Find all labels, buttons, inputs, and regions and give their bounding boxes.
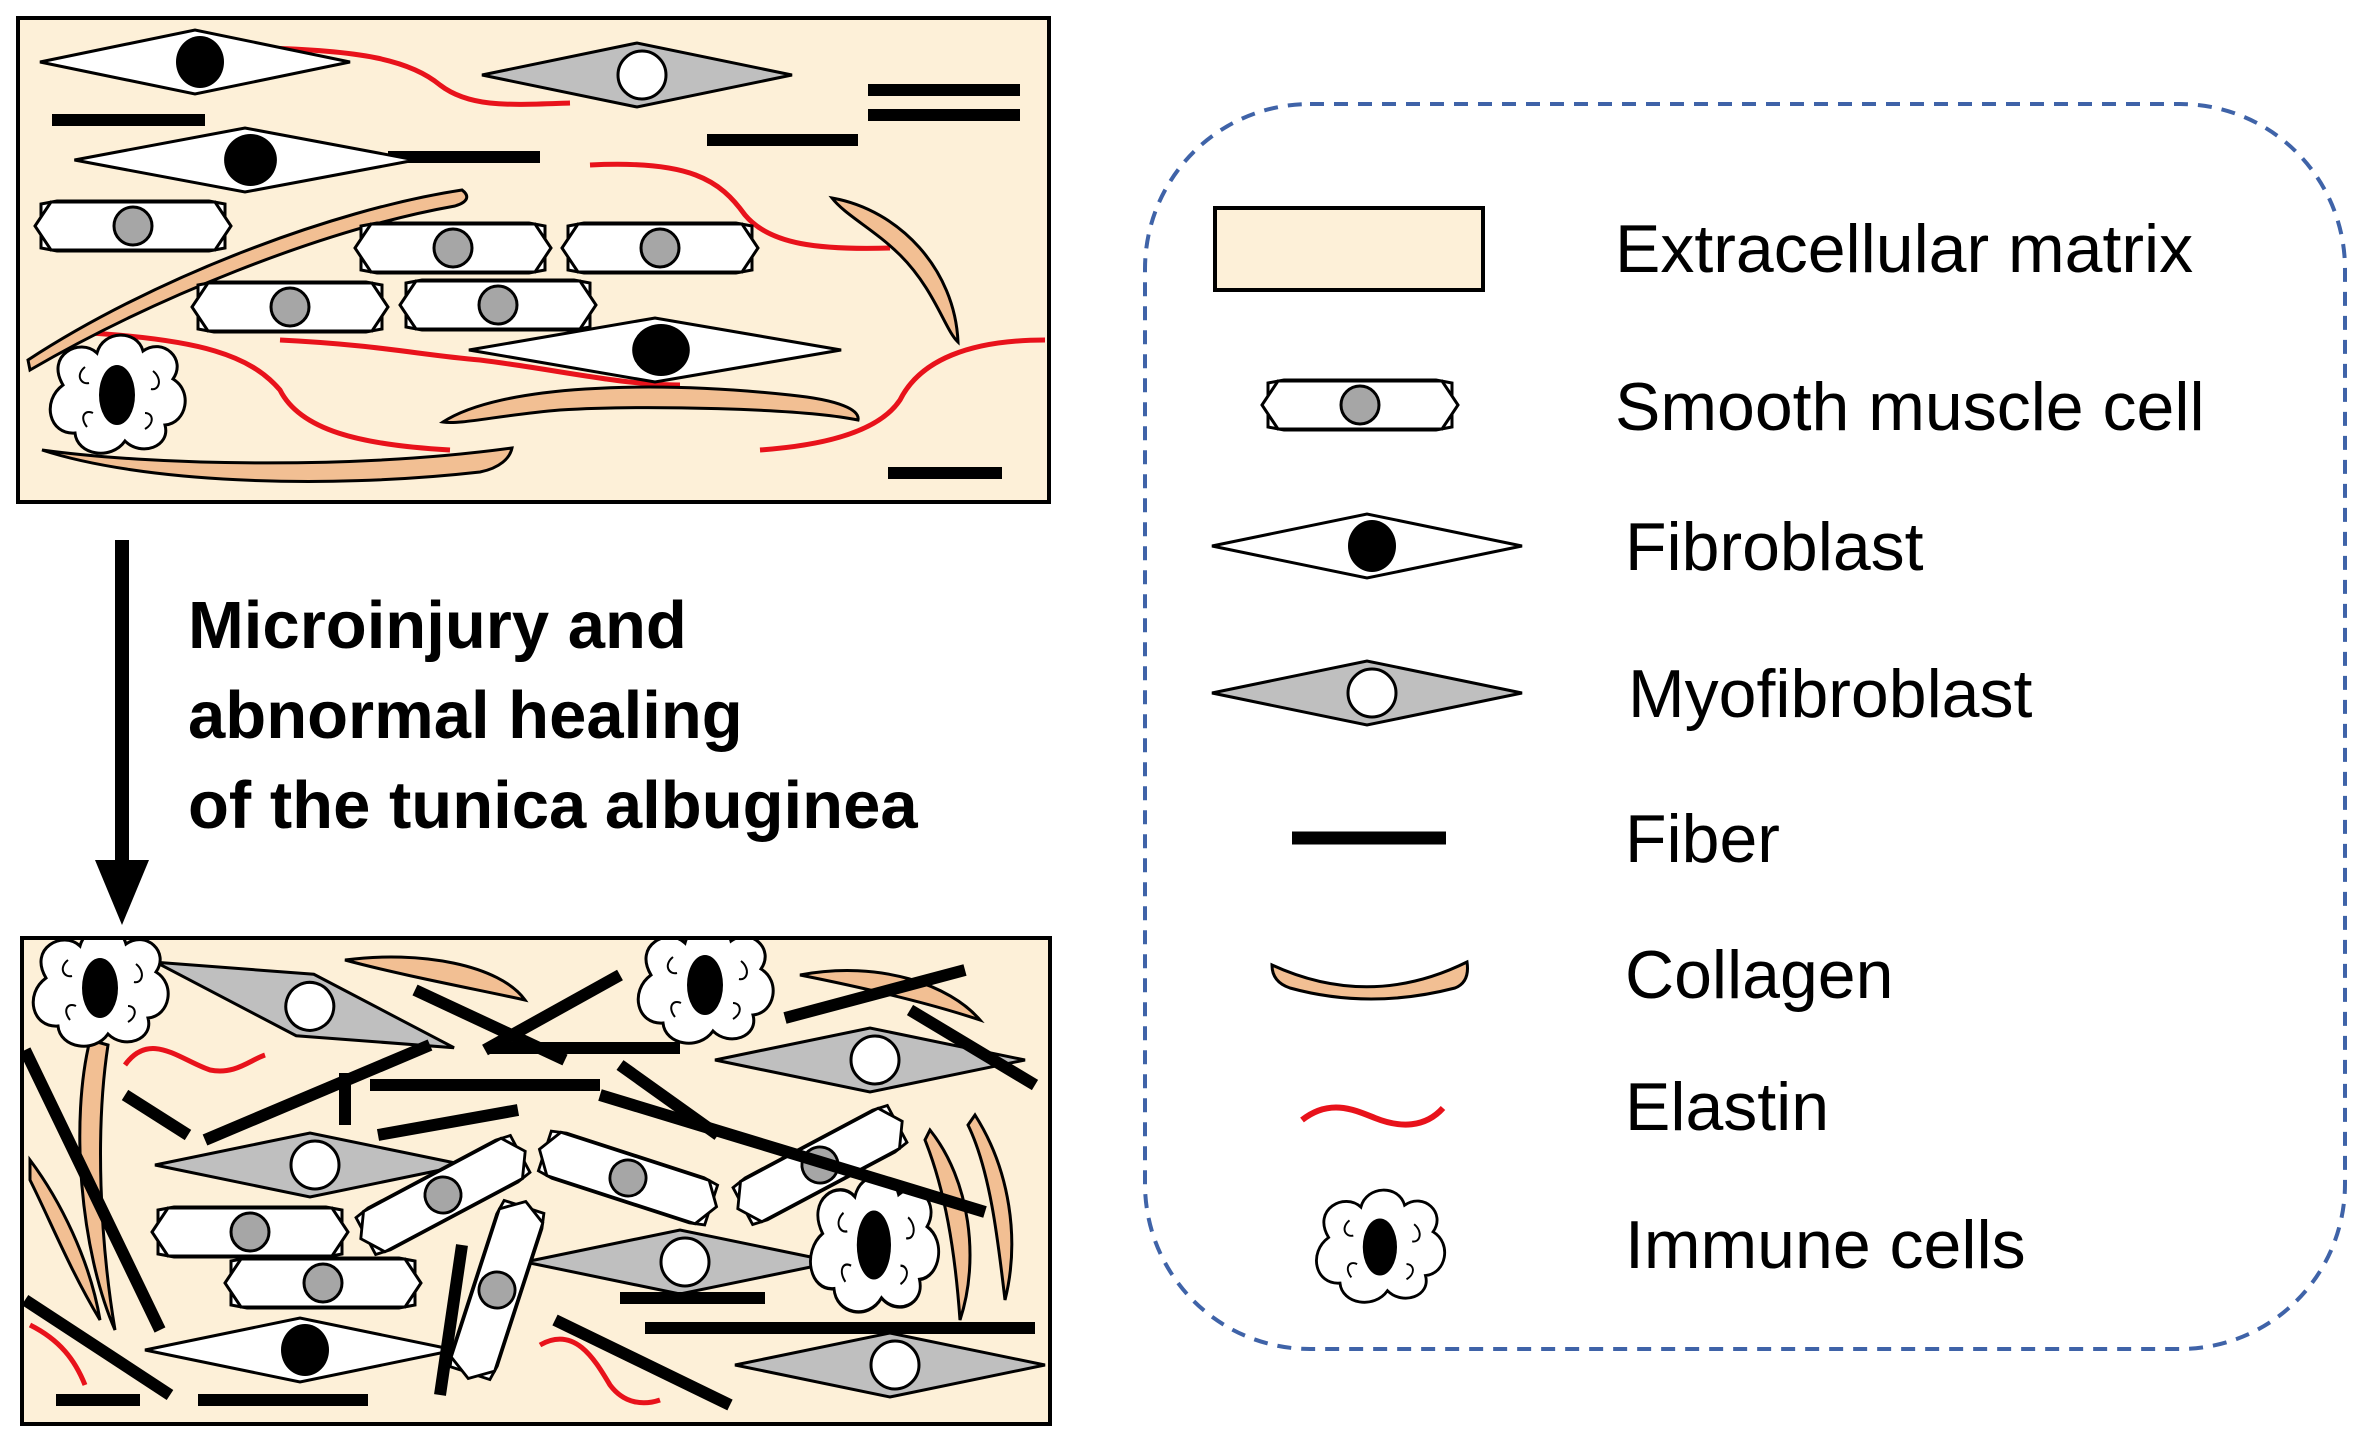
extracellular-matrix-icon (1213, 206, 1485, 292)
legend-label: Elastin (1625, 1069, 1829, 1145)
legend-item-smooth-muscle-cell: Smooth muscle cell (1260, 369, 2205, 445)
collagen-strand (26, 188, 469, 373)
smooth-muscle-cell (150, 1205, 350, 1259)
collagen-strand (966, 1112, 1014, 1301)
legend-item-fiber: Fiber (1292, 801, 1780, 877)
collagen-strand (828, 195, 960, 346)
collagen-strand (923, 1127, 972, 1321)
legend-item-extracellular-matrix: Extracellular matrix (1213, 206, 2193, 292)
collagen-strand (41, 446, 514, 483)
legend: Extracellular matrix Smooth muscle cell … (1143, 102, 2347, 1351)
legend-label: Smooth muscle cell (1615, 369, 2205, 445)
legend-label: Fibroblast (1625, 509, 1924, 585)
fibers-top (52, 84, 1020, 479)
legend-label: Extracellular matrix (1615, 211, 2193, 287)
legend-item-myofibroblast: Myofibroblast (1210, 656, 2032, 732)
legend-label: Immune cells (1625, 1207, 2026, 1283)
caption-text: Microinjury and abnormal healing of the … (188, 588, 918, 843)
collagen-strand (799, 969, 985, 1024)
smooth-muscle-cell-icon (1260, 378, 1460, 432)
collagen-icon (1270, 959, 1469, 1001)
healthy-tissue-panel (16, 16, 1051, 504)
smooth-muscle-cell (190, 280, 390, 334)
smooth-muscle-cell (223, 1256, 423, 1310)
elastin-fibers-top (89, 45, 1046, 453)
legend-label: Myofibroblast (1628, 656, 2032, 732)
smooth-muscle-cell (560, 221, 760, 275)
legend-item-fibroblast: Fibroblast (1210, 509, 1924, 585)
smooth-muscle-cell (398, 278, 598, 332)
elastin-icon (1300, 1104, 1446, 1128)
elastin-fibers-bottom (28, 1046, 661, 1406)
caption-line-2: abnormal healing (188, 678, 743, 753)
fibrotic-tissue-panel (20, 936, 1052, 1426)
collagen-strand (438, 385, 860, 425)
legend-label: Fiber (1625, 801, 1780, 877)
fibroblast-icon (1210, 512, 1524, 580)
collagen-strand (344, 955, 529, 1003)
legend-border (1143, 102, 2347, 1351)
smooth-muscle-cell (353, 221, 553, 275)
legend-item-collagen: Collagen (1270, 937, 1893, 1013)
collagen-strand (78, 1038, 117, 1331)
myofibroblast-icon (1210, 659, 1524, 727)
smooth-muscle-cell (33, 199, 233, 253)
collagen-strand (28, 1155, 102, 1321)
progression-arrow (95, 540, 149, 925)
caption-line-1: Microinjury and (188, 588, 687, 663)
fibers-bottom (24, 964, 1039, 1411)
caption-line-3: of the tunica albuginea (188, 768, 918, 843)
legend-label: Collagen (1625, 937, 1893, 1013)
legend-item-elastin: Elastin (1300, 1069, 1829, 1145)
legend-item-immune-cells: Immune cells (1315, 1188, 2026, 1304)
immune-cells-icon (1315, 1188, 1447, 1304)
